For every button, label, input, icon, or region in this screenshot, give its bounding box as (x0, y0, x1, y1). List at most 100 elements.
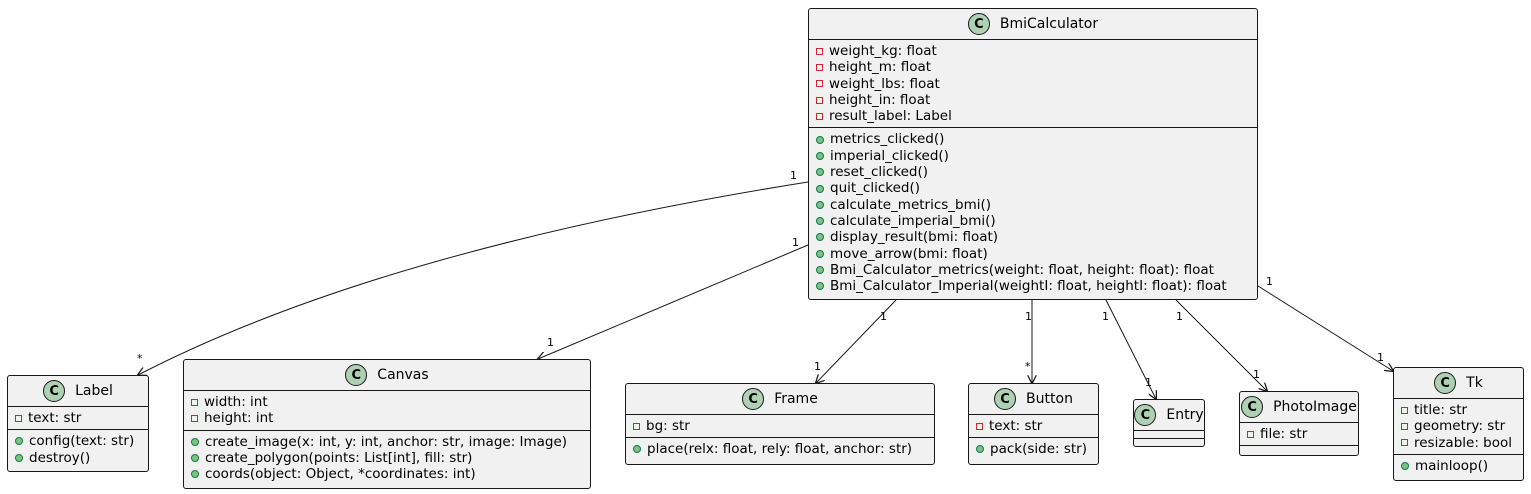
method-text: metrics_clicked() (830, 131, 945, 148)
multiplicity-target-label: 1 (1145, 376, 1152, 389)
multiplicity-source-label: 1 (880, 310, 887, 323)
method-text: pack(side: str) (990, 441, 1087, 458)
public-visibility-icon (191, 437, 199, 446)
method-text: calculate_imperial_bmi() (830, 212, 996, 229)
attributes-section: text: str (8, 407, 148, 431)
private-visibility-icon (816, 112, 823, 120)
private-visibility-icon (816, 96, 823, 104)
private-visibility-icon (976, 422, 983, 430)
multiplicity-source-label: 1 (790, 169, 797, 182)
multiplicity-source-label: 1 (1266, 275, 1273, 288)
public-visibility-icon (816, 151, 824, 160)
association-bmi-label (138, 181, 809, 375)
class-header: C PhotoImage (1240, 392, 1358, 423)
attribute-text: file: str (1260, 426, 1308, 442)
class-stereotype-icon: C (994, 388, 1017, 410)
class-name: Frame (774, 391, 818, 407)
attribute-row: result_label: Label (816, 108, 1257, 124)
private-visibility-icon (816, 80, 823, 88)
method-row: config(text: str) (15, 433, 148, 449)
public-visibility-icon (816, 168, 824, 177)
attribute-text: bg: str (646, 418, 690, 434)
public-visibility-icon (816, 249, 824, 258)
attributes-section: file: str (1240, 423, 1358, 447)
multiplicity-source-label: 1 (1176, 310, 1183, 323)
method-text: Bmi_Calculator_metrics(weight: float, he… (830, 261, 1214, 278)
attribute-row: height: int (191, 410, 590, 426)
class-box-button[interactable]: C Button text: str pack(side: str) (968, 383, 1099, 465)
method-text: quit_clicked() (830, 180, 921, 197)
association-bmi-photoimage (1175, 299, 1267, 391)
private-visibility-icon (15, 414, 22, 422)
method-row: coords(object: Object, *coordinates: int… (191, 466, 590, 482)
class-name: Label (75, 383, 113, 399)
method-text: destroy() (29, 449, 91, 466)
method-text: calculate_metrics_bmi() (830, 196, 992, 213)
method-text: place(relx: float, rely: float, anchor: … (647, 441, 913, 458)
public-visibility-icon (191, 454, 199, 463)
multiplicity-target-label: 1 (547, 336, 554, 349)
class-name: Tk (1466, 375, 1483, 391)
association-bmi-frame (816, 299, 897, 383)
attribute-row: title: str (1401, 402, 1523, 418)
method-row: create_image(x: int, y: int, anchor: str… (191, 434, 590, 450)
multiplicity-source-label: 1 (1102, 310, 1109, 323)
method-row: Bmi_Calculator_Imperial(weightI: float, … (816, 278, 1257, 294)
method-text: config(text: str) (29, 433, 135, 450)
methods-section: create_image(x: int, y: int, anchor: str… (184, 431, 590, 486)
method-row: calculate_imperial_bmi() (816, 213, 1257, 229)
private-visibility-icon (191, 414, 198, 422)
public-visibility-icon (816, 184, 824, 193)
method-text: mainloop() (1415, 457, 1489, 474)
attribute-row: text: str (976, 418, 1098, 434)
method-row: imperial_clicked() (816, 148, 1257, 164)
public-visibility-icon (816, 266, 824, 274)
methods-section: place(relx: float, rely: float, anchor: … (626, 438, 934, 460)
methods-section: config(text: str)destroy() (8, 430, 148, 469)
method-text: Bmi_Calculator_Imperial(weightI: float, … (830, 278, 1227, 295)
attribute-row: text: str (15, 410, 148, 426)
multiplicity-target-label: * (137, 352, 143, 365)
methods-section: metrics_clicked()imperial_clicked()reset… (809, 128, 1257, 297)
association-bmi-canvas (538, 244, 809, 359)
method-text: create_image(x: int, y: int, anchor: str… (205, 433, 568, 450)
public-visibility-icon (1401, 462, 1409, 471)
multiplicity-source-label: 1 (792, 236, 799, 249)
multiplicity-target-label: 1 (814, 360, 821, 373)
class-stereotype-icon: C (1134, 404, 1157, 426)
class-name: Button (1026, 391, 1073, 407)
attribute-text: width: int (204, 394, 268, 410)
class-box-photoimage[interactable]: C PhotoImage file: str (1239, 391, 1359, 456)
association-bmi-entry (1105, 299, 1156, 399)
attribute-row: weight_kg: float (816, 43, 1257, 59)
public-visibility-icon (15, 437, 23, 446)
class-name: PhotoImage (1273, 399, 1357, 415)
attribute-text: height_m: float (829, 59, 932, 76)
class-header: C BmiCalculator (809, 9, 1257, 40)
public-visibility-icon (816, 135, 824, 144)
class-stereotype-icon: C (967, 13, 990, 35)
method-text: reset_clicked() (830, 164, 929, 181)
class-header: C Button (969, 384, 1098, 415)
public-visibility-icon (15, 453, 23, 462)
attributes-section: bg: str (626, 415, 934, 439)
class-name: BmiCalculator (999, 16, 1099, 32)
attribute-text: text: str (28, 410, 82, 426)
private-visibility-icon (1401, 422, 1408, 430)
public-visibility-icon (816, 233, 824, 242)
method-text: create_polygon(points: List[int], fill: … (205, 449, 473, 466)
method-row: destroy() (15, 450, 148, 466)
class-stereotype-icon: C (1241, 396, 1264, 418)
method-row: move_arrow(bmi: float) (816, 246, 1257, 262)
